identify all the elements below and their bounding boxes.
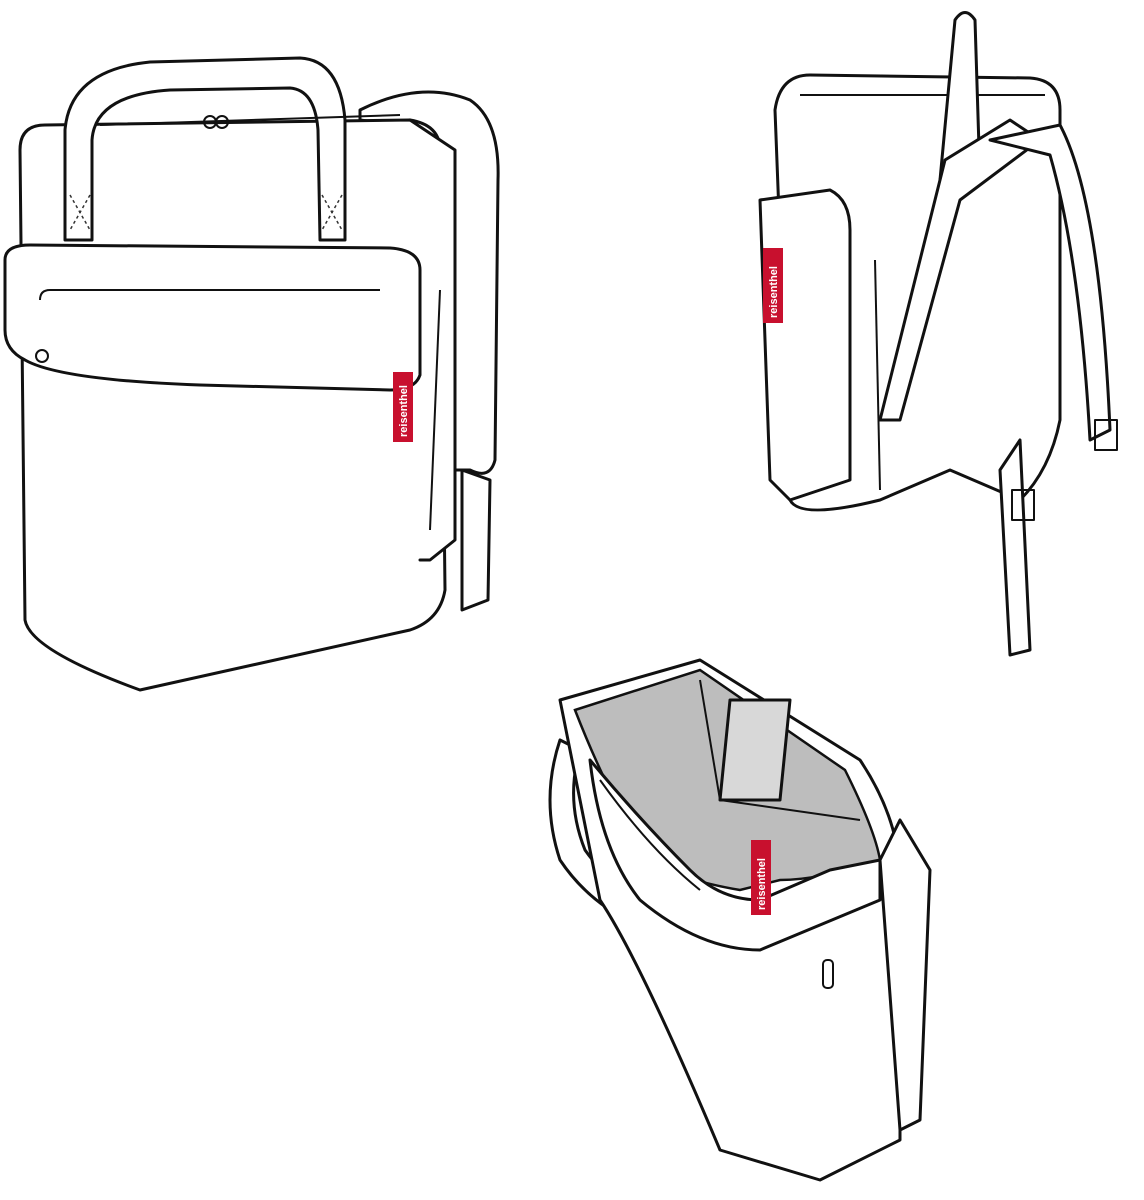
pocket-zipper [39, 289, 380, 301]
brand-tag-open: reisenthel [751, 840, 771, 915]
pocket-zipper-pull [35, 349, 49, 363]
zipper-pull [215, 115, 229, 129]
side-panel [408, 118, 457, 562]
shoulder-strap-right [988, 123, 1112, 442]
tag-label: reisenthel [756, 858, 768, 910]
shoulder-strap [878, 818, 932, 1132]
handle-stitch-right [321, 194, 343, 231]
brand-tag-back: reisenthel [763, 248, 783, 323]
side-zipper [429, 289, 441, 531]
tag [763, 248, 783, 323]
lower-strap [460, 468, 492, 612]
tag-label: reisenthel [768, 266, 780, 318]
backpack-front-view [3, 56, 500, 692]
sleeve-tab [718, 698, 792, 802]
front-pocket [3, 243, 422, 392]
front-flap [588, 758, 882, 952]
lower-strap [998, 438, 1032, 657]
tag [393, 372, 413, 442]
zipper-pull [822, 959, 834, 989]
tag [751, 840, 771, 915]
handle-stitch-left [69, 194, 91, 231]
zipper [599, 779, 701, 891]
backpack-back-view [758, 11, 1118, 657]
top-handle [63, 56, 347, 242]
side-pocket [758, 188, 852, 502]
tag-label: reisenthel [398, 385, 410, 437]
top-zipper [99, 114, 401, 126]
backpack-open-view [548, 658, 932, 1182]
brand-tag-front: reisenthel [393, 372, 413, 442]
buckle [1094, 419, 1118, 451]
shoulder-strap-left [878, 118, 1042, 422]
top-handle [938, 11, 982, 182]
side-zipper [874, 259, 881, 491]
buckle [1011, 489, 1035, 521]
